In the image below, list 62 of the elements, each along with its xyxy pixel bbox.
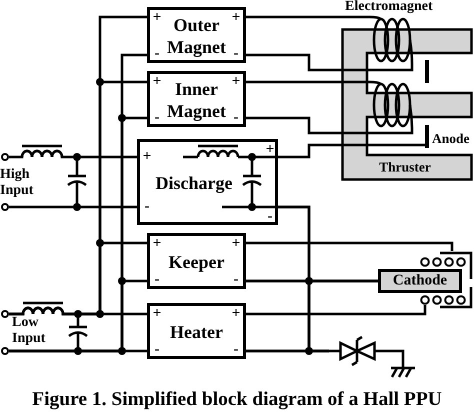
power-supply-box: [147, 7, 246, 63]
input-label: Low Input: [12, 315, 46, 347]
power-supply-box: [147, 71, 246, 127]
power-supply-box: [137, 139, 278, 225]
polarity-sign: -: [268, 210, 272, 224]
thruster-label: Thruster: [379, 160, 431, 174]
polarity-sign: -: [154, 272, 160, 288]
power-supply-box: [147, 303, 246, 359]
input-terminal: [1, 310, 9, 318]
polarity-sign: +: [142, 150, 152, 164]
polarity-sign: -: [154, 110, 160, 126]
electromagnet-coil: [370, 80, 414, 129]
polarity-sign: +: [232, 74, 240, 90]
wire: [246, 116, 414, 134]
wire: [246, 305, 426, 316]
polarity-sign: -: [234, 110, 238, 126]
power-supply-box: [147, 233, 246, 289]
block-label: Inner Magnet: [166, 78, 227, 122]
block-label: Discharge: [156, 172, 232, 194]
input-terminal: [1, 347, 9, 355]
anode-plate: [425, 60, 429, 83]
block-label: Outer Magnet: [166, 14, 227, 58]
polarity-sign: +: [232, 306, 240, 322]
polarity-sign: +: [152, 306, 162, 322]
heater-coil: [420, 295, 466, 305]
wire: [9, 350, 147, 352]
polarity-sign: -: [144, 200, 150, 214]
ground-symbol: [389, 365, 417, 378]
wire: [9, 206, 137, 208]
polarity-sign: -: [154, 46, 160, 62]
input-label: High Input: [0, 167, 34, 199]
heater-coil: [420, 257, 466, 267]
figure-caption: Figure 1. Simplified block diagram of a Hall PPU: [32, 390, 442, 410]
polarity-sign: +: [266, 142, 274, 158]
cathode-box: [378, 269, 462, 293]
polarity-sign: -: [234, 342, 238, 358]
polarity-sign: +: [232, 236, 240, 252]
coil-label: Electromagnet: [345, 0, 433, 14]
anode-label: Anode: [432, 132, 470, 146]
polarity-sign: +: [152, 10, 162, 26]
polarity-sign: -: [154, 342, 160, 358]
wire: [246, 54, 414, 72]
block-label: Keeper: [168, 251, 224, 273]
polarity-sign: +: [232, 10, 240, 26]
wire: [386, 350, 404, 365]
wire: [246, 80, 370, 84]
electromagnet-coil: [370, 15, 414, 64]
block-label: Heater: [170, 321, 223, 343]
polarity-sign: +: [152, 236, 162, 252]
wire: [278, 144, 425, 158]
anode-plate: [425, 125, 429, 148]
wire: [246, 242, 454, 251]
wire: [246, 16, 370, 18]
input-terminal: [1, 153, 9, 161]
cathode-label: Cathode: [392, 274, 448, 288]
input-terminal: [1, 203, 9, 211]
tvs-diode-symbol: [329, 336, 386, 366]
thruster-body: [341, 28, 473, 181]
wire: [246, 350, 329, 352]
polarity-sign: +: [152, 74, 162, 90]
polarity-sign: -: [234, 46, 238, 62]
polarity-sign: -: [234, 272, 238, 288]
